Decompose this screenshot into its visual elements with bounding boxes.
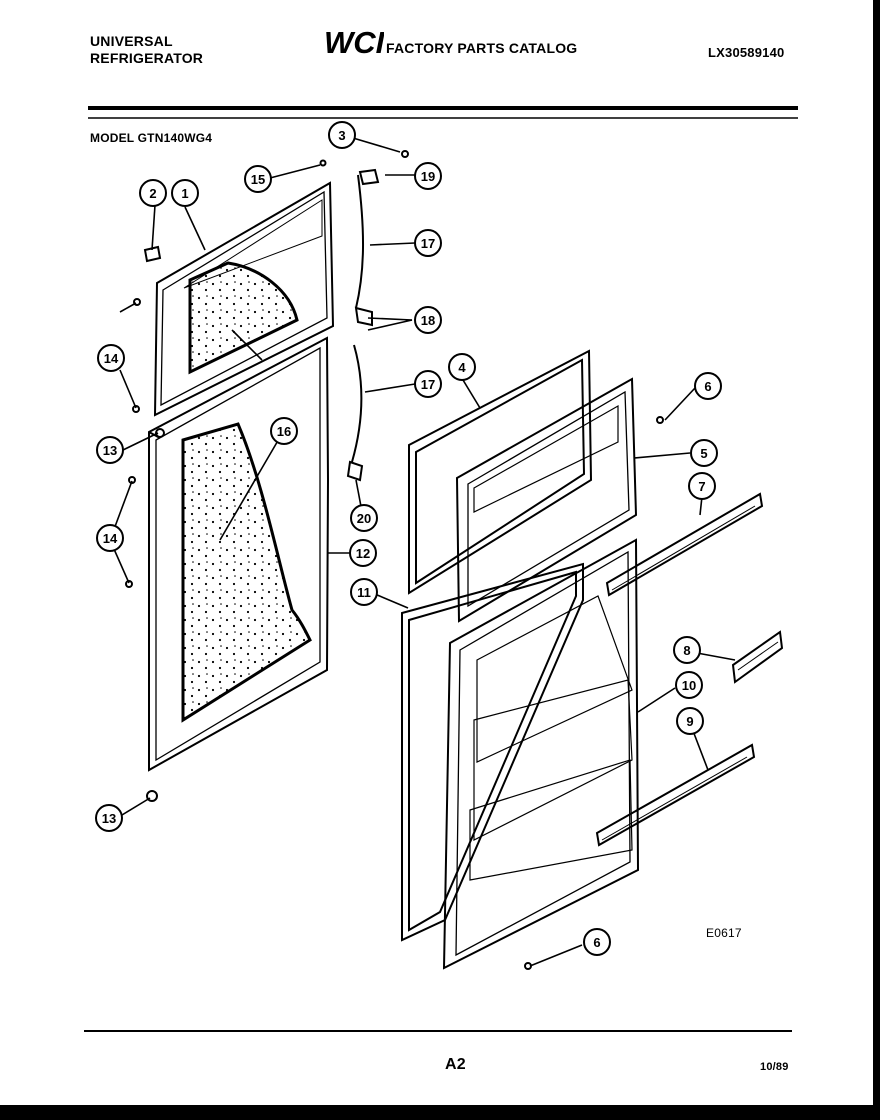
svg-text:5: 5 [700, 446, 707, 461]
callout-13-upper: 13 [96, 436, 124, 464]
svg-text:6: 6 [593, 935, 600, 950]
callout-17-upper: 17 [414, 229, 442, 257]
hinge-hardware [125, 150, 664, 970]
callout-9: 9 [676, 707, 704, 735]
freezer-gasket [408, 349, 593, 595]
svg-text:13: 13 [103, 443, 117, 458]
svg-text:3: 3 [338, 128, 345, 143]
callout-20: 20 [350, 504, 378, 532]
svg-text:8: 8 [683, 643, 690, 658]
callout-3: 3 [328, 121, 356, 149]
wci-logo-text: WCI [324, 26, 384, 58]
exploded-parts-diagram: 1 2 3 4 5 6 6 7 8 9 10 11 12 13 13 14 14… [84, 106, 798, 1032]
brand-line-2: REFRIGERATOR [90, 50, 204, 66]
figure-code: E0617 [706, 926, 742, 940]
catalog-title: FACTORY PARTS CATALOG [386, 40, 578, 56]
model-label: MODEL GTN140WG4 [90, 131, 213, 145]
svg-text:14: 14 [104, 351, 119, 366]
callout-14-lower: 14 [96, 524, 124, 552]
fresh-food-door-liner [181, 422, 312, 723]
callout-10: 10 [675, 671, 703, 699]
brand-line-1: UNIVERSAL [90, 33, 173, 49]
fresh-food-gasket [401, 562, 584, 942]
rule-lines [84, 106, 798, 1032]
callout-15: 15 [244, 165, 272, 193]
svg-text:18: 18 [421, 313, 435, 328]
callout-6-upper: 6 [694, 372, 722, 400]
callout-balloons: 1 2 3 4 5 6 6 7 8 9 10 11 12 13 13 14 14… [95, 121, 722, 956]
svg-text:4: 4 [458, 360, 466, 375]
callout-11: 11 [350, 578, 378, 606]
svg-text:2: 2 [149, 186, 156, 201]
svg-text:14: 14 [103, 531, 118, 546]
freezer-inner-door [455, 377, 638, 623]
svg-text:15: 15 [251, 172, 265, 187]
svg-text:12: 12 [356, 546, 370, 561]
callout-13-lower: 13 [95, 804, 123, 832]
fresh-food-inner-door [442, 538, 640, 970]
page-date: 10/89 [760, 1061, 789, 1073]
brand-name: UNIVERSAL REFRIGERATOR [90, 33, 203, 67]
callout-1: 1 [171, 179, 199, 207]
svg-text:17: 17 [421, 236, 435, 251]
svg-text:11: 11 [357, 585, 371, 600]
callout-19: 19 [414, 162, 442, 190]
wci-logo: WCI [324, 26, 384, 58]
callout-12: 12 [349, 539, 377, 567]
svg-text:9: 9 [686, 714, 693, 729]
callout-18: 18 [414, 306, 442, 334]
callout-2: 2 [139, 179, 167, 207]
callout-8: 8 [673, 636, 701, 664]
callout-5: 5 [690, 439, 718, 467]
svg-text:6: 6 [704, 379, 711, 394]
svg-text:7: 7 [698, 479, 705, 494]
callout-14-upper: 14 [97, 344, 125, 372]
document-number: LX30589140 [708, 45, 785, 60]
svg-text:17: 17 [421, 377, 435, 392]
svg-text:20: 20 [357, 511, 371, 526]
parts-catalog-sheet: UNIVERSAL REFRIGERATOR WCI FACTORY PARTS… [0, 0, 873, 1105]
svg-text:19: 19 [421, 169, 435, 184]
svg-text:1: 1 [181, 186, 188, 201]
door-shelf-rails [595, 492, 784, 847]
callout-6-lower: 6 [583, 928, 611, 956]
svg-text:16: 16 [277, 424, 291, 439]
freezer-door-panel [153, 181, 335, 417]
svg-text:10: 10 [682, 678, 696, 693]
freezer-door-liner [188, 261, 299, 375]
svg-text:13: 13 [102, 811, 116, 826]
callout-16: 16 [270, 417, 298, 445]
callout-7: 7 [688, 472, 716, 500]
page-label: A2 [445, 1056, 466, 1073]
callout-17-lower: 17 [414, 370, 442, 398]
callout-4: 4 [448, 353, 476, 381]
